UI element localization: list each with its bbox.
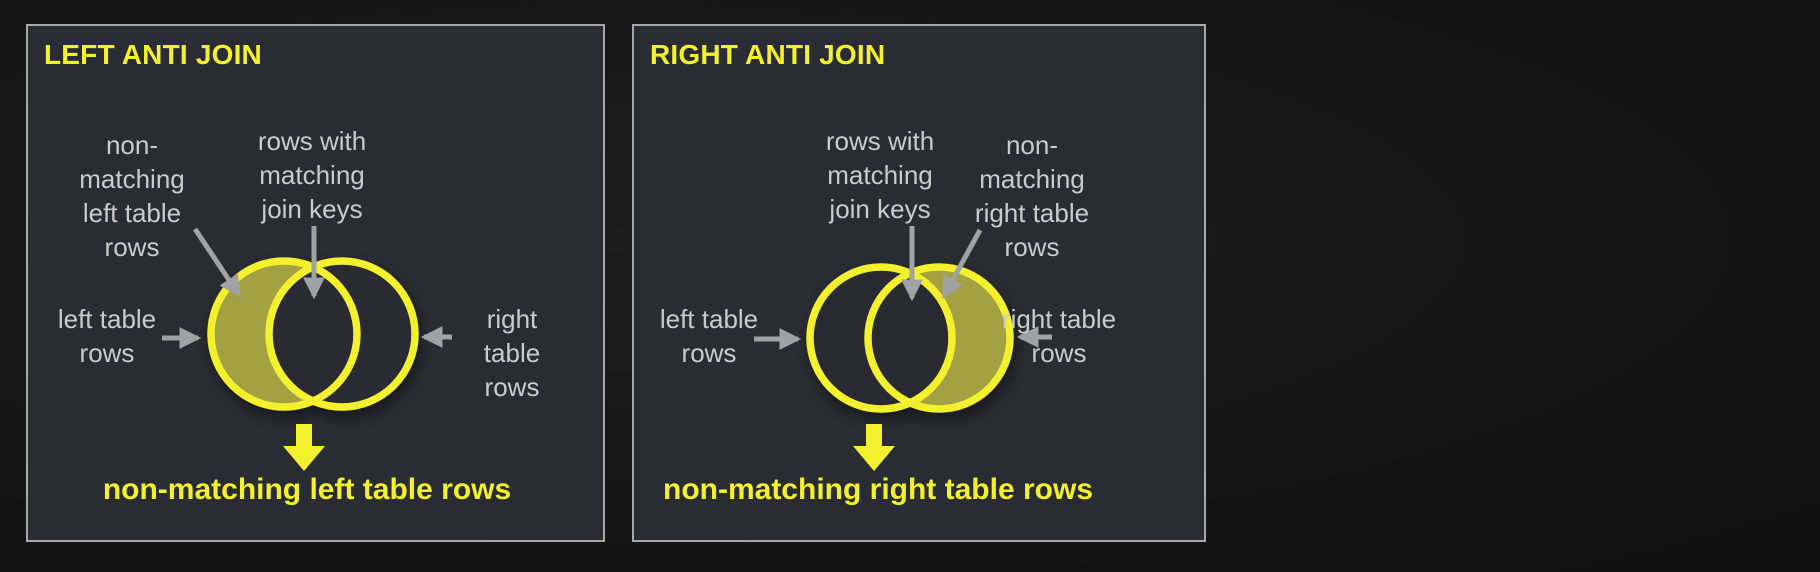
label-left-table-rows: left table rows <box>659 304 759 368</box>
label-right-table-rows: right table rows <box>1001 304 1117 368</box>
result-down-arrow-icon <box>853 424 895 471</box>
venn-diagram-left-anti <box>162 226 452 471</box>
label-non-matching-right-rows: non- matching right table rows <box>974 130 1090 262</box>
result-caption: non-matching right table rows <box>662 473 1094 506</box>
venn-diagram-right-anti <box>754 226 1052 471</box>
left-circle-fill <box>810 267 952 409</box>
label-matching-join-keys: rows with matching join keys <box>257 126 367 224</box>
label-non-matching-left-rows: non- matching left table rows <box>79 130 185 262</box>
right-circle-outline <box>265 257 419 411</box>
left-circle-outline <box>207 257 361 411</box>
result-caption: non-matching left table rows <box>102 473 512 506</box>
arrow-to-right-crescent-icon <box>941 228 983 299</box>
panel-left-anti-join: LEFT ANTI JOIN non- matching left table … <box>26 24 605 542</box>
label-right-table-rows: right table rows <box>483 304 541 402</box>
label-left-table-rows: left table rows <box>57 304 157 368</box>
panel-right-anti-join: RIGHT ANTI JOIN rows with matching join … <box>632 24 1206 542</box>
left-circle-outline <box>806 263 956 413</box>
label-matching-join-keys: rows with matching join keys <box>825 126 935 224</box>
venn-circles <box>806 263 1014 413</box>
panel-title: LEFT ANTI JOIN <box>44 39 262 70</box>
right-circle-outline <box>864 263 1014 413</box>
result-down-arrow-icon <box>283 424 325 471</box>
panel-title: RIGHT ANTI JOIN <box>650 39 886 70</box>
arrow-to-left-crescent-icon <box>192 227 242 298</box>
